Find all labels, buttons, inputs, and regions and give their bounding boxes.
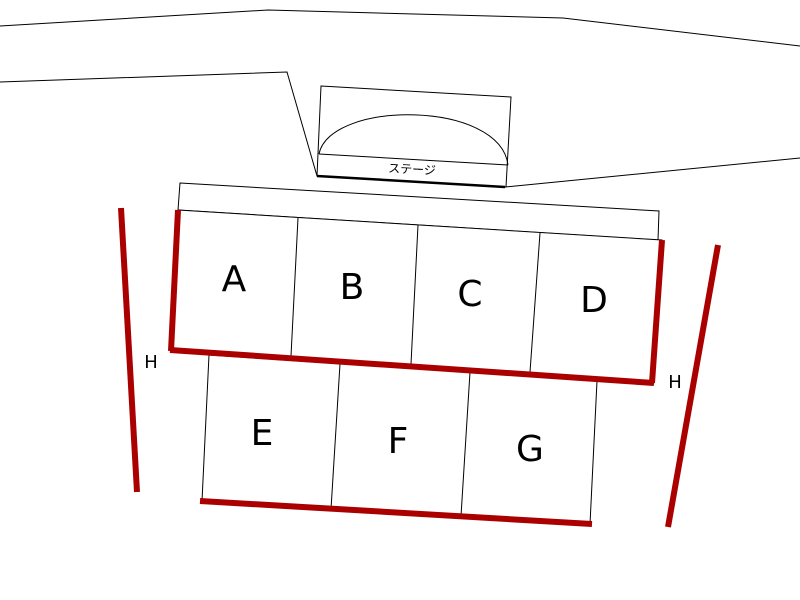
venue-top-boundary (0, 9, 800, 47)
barriers (118, 207, 721, 528)
barrier-back-row-bottom (199, 498, 593, 527)
stage: ステージ (316, 85, 512, 189)
block-divider (410, 224, 419, 365)
block-g-label: G (516, 429, 544, 470)
block-e-label: E (251, 413, 274, 454)
front-row: A B C D (170, 209, 663, 384)
back-row: E F G (201, 354, 598, 525)
barrier-front-row-right (649, 239, 665, 384)
block-a-label: A (222, 259, 247, 300)
side-label-left: H (144, 352, 158, 373)
barrier-front-row-bottom (169, 347, 655, 386)
block-divider (460, 371, 471, 517)
block-f-label: F (388, 421, 409, 462)
stage-front-edge (318, 153, 509, 166)
block-d-label: D (580, 280, 608, 321)
stage-arc (318, 114, 509, 166)
barrier-front-row-left (168, 209, 181, 352)
stage-outline (316, 85, 512, 188)
side-label-right: H (668, 372, 682, 393)
stage-bottom-edge (316, 174, 506, 189)
barrier-right (665, 244, 721, 528)
stage-label: ステージ (388, 161, 436, 177)
block-c-label: C (457, 274, 482, 315)
block-divider (330, 363, 341, 510)
block-b-label: B (340, 267, 365, 308)
barrier-left (118, 207, 140, 493)
block-divider (529, 232, 541, 373)
block-divider (290, 217, 299, 357)
